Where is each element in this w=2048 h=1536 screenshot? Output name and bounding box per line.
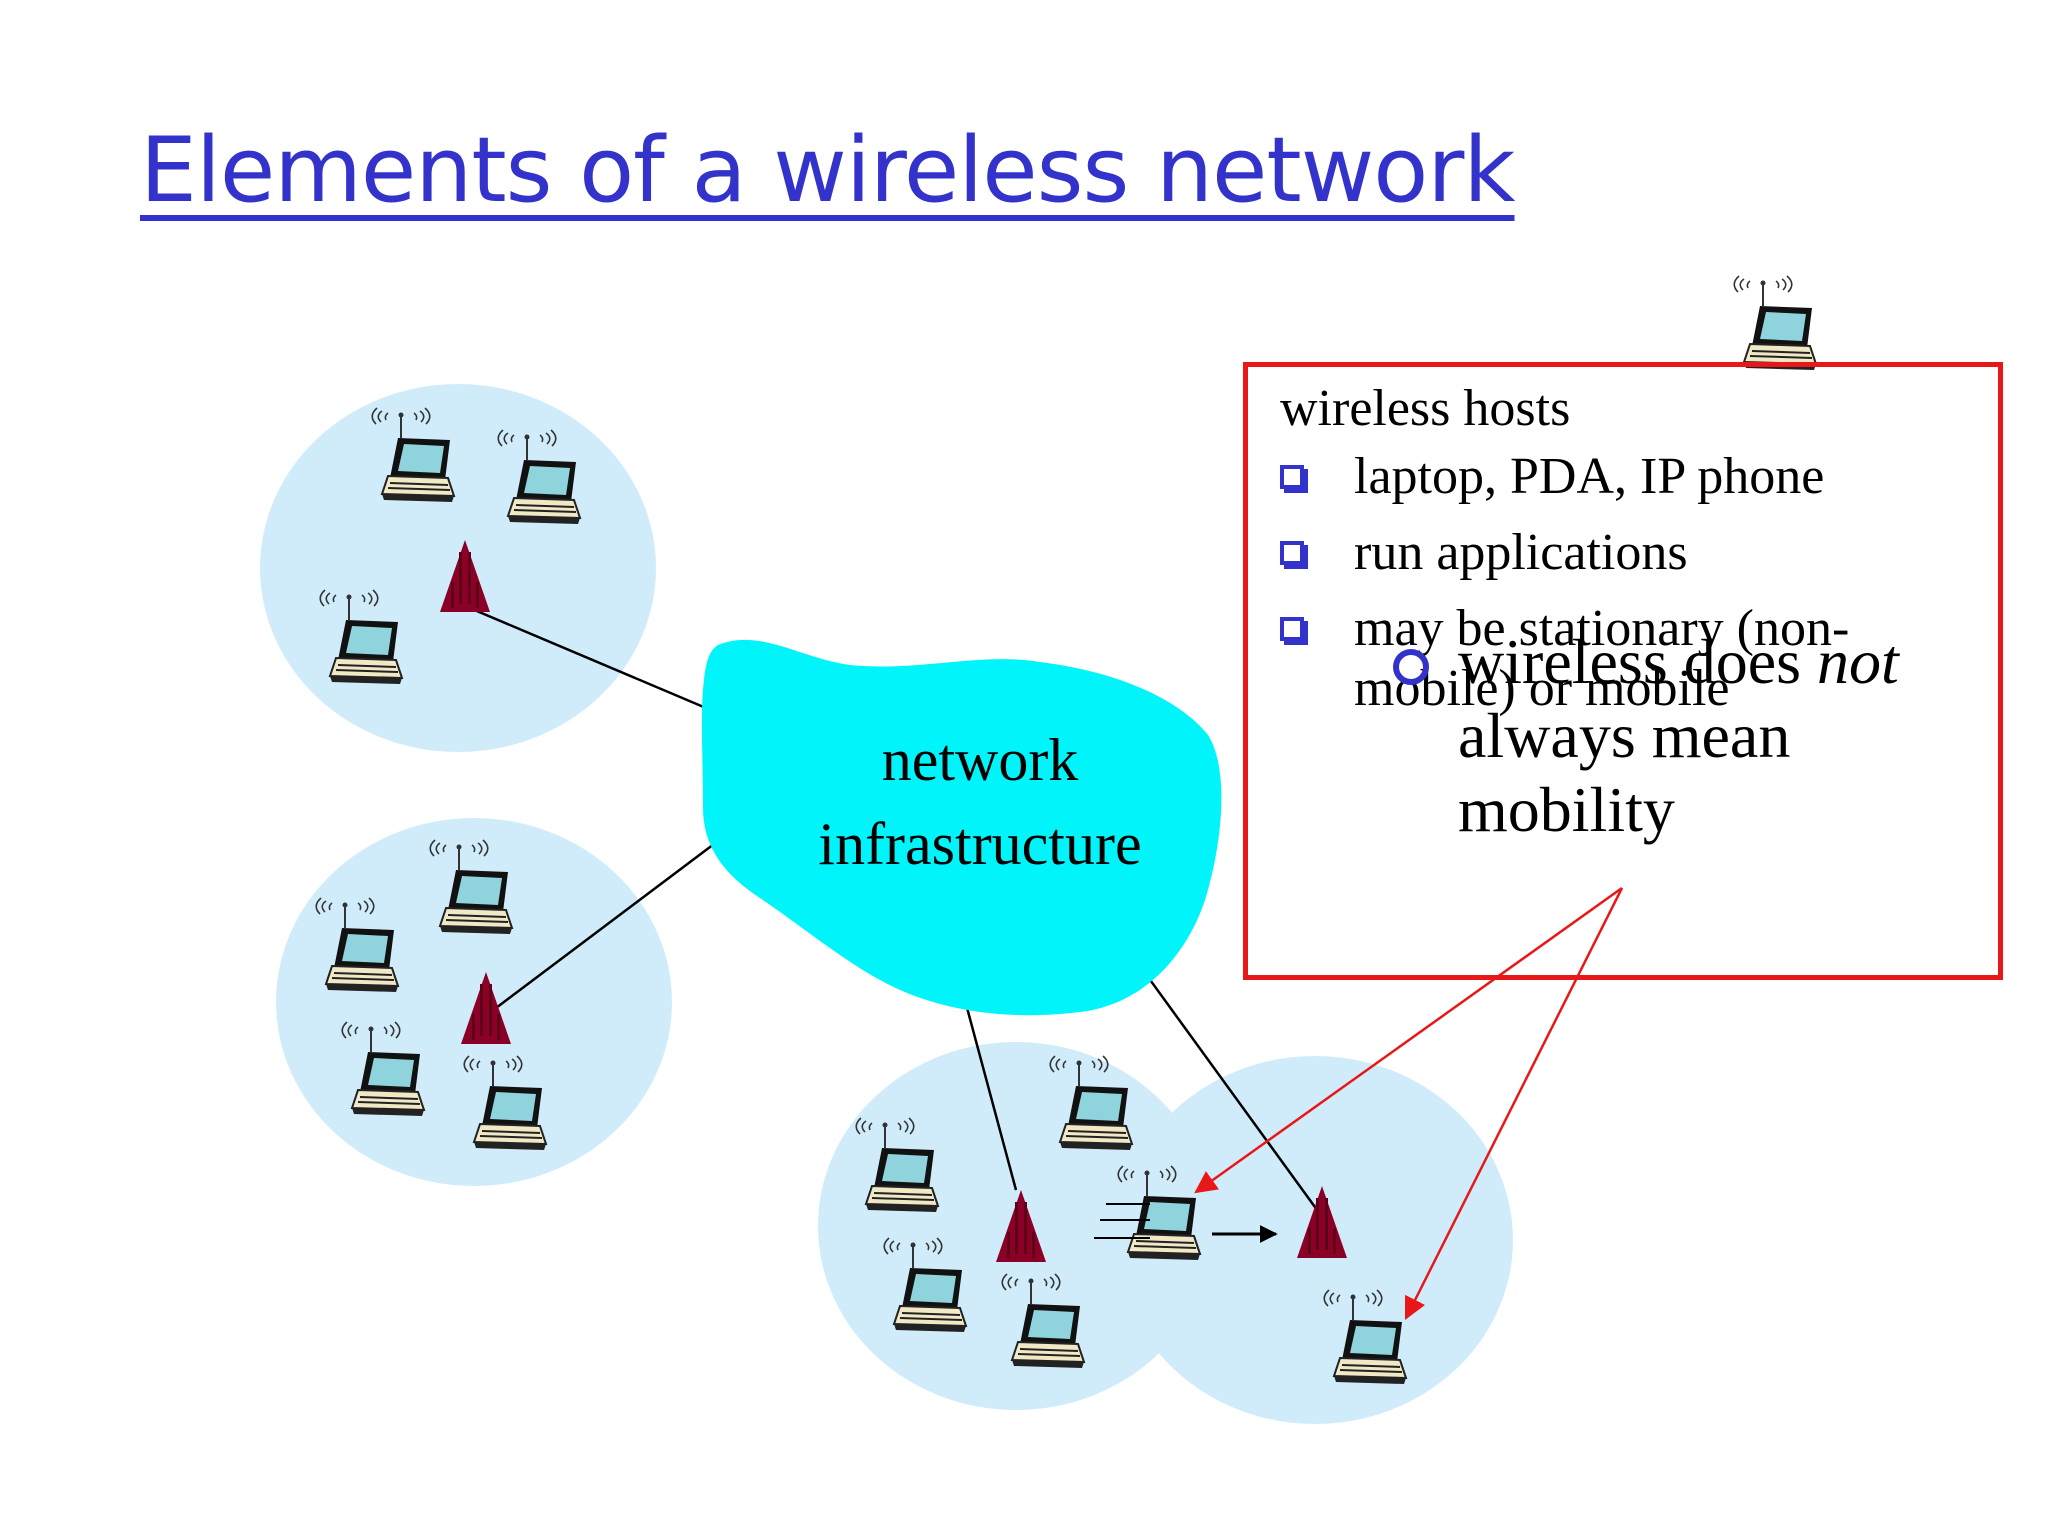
square-bullet-icon [1280, 617, 1304, 641]
sub-bullet: wireless does not always mean mobility [1393, 625, 2018, 847]
cloud-label-line2: infrastructure [818, 811, 1142, 877]
sub-bullet-emphasis: not [1817, 626, 1899, 697]
wireless-hosts-box: wireless hosts laptop, PDA, IP phone run… [1243, 362, 2003, 980]
cloud-label: network infrastructure [760, 718, 1200, 886]
link-top-left [464, 604, 707, 710]
cloud-label-line1: network [881, 727, 1079, 793]
pointer-arrow-to-host [1404, 887, 1624, 1321]
bullet-item: run applications [1280, 523, 1980, 583]
link-bottom-2 [1138, 965, 1322, 1215]
link-bottom-1 [964, 1003, 1018, 1191]
link-middle-left [495, 837, 723, 1009]
sub-bullet-post: always mean mobility [1458, 700, 1791, 845]
bullet-text: run applications [1354, 524, 1688, 581]
pointer-arrow-to-mobile-host [1194, 886, 1623, 1194]
bullet-text: laptop, PDA, IP phone [1354, 448, 1825, 505]
box-heading: wireless hosts [1280, 380, 1571, 437]
bullet-list: laptop, PDA, IP phone run applications m… [1280, 447, 1980, 735]
motion-lines [1094, 1203, 1150, 1239]
network-infrastructure-cloud [701, 639, 1222, 1016]
bullet-text: may be stationary (non-mobile) or mobile [1354, 600, 1850, 717]
bullet-item: may be stationary (non-mobile) or mobile [1280, 599, 1980, 719]
wireless-laptop-icon [1733, 275, 1817, 371]
square-bullet-icon [1280, 541, 1304, 565]
circle-bullet-icon [1393, 649, 1429, 685]
slide-title: Elements of a wireless network [140, 118, 1515, 223]
bullet-item: laptop, PDA, IP phone [1280, 447, 1980, 507]
square-bullet-icon [1280, 465, 1304, 489]
sub-bullet-pre: wireless does [1458, 626, 1802, 697]
wired-links [464, 604, 1322, 1215]
